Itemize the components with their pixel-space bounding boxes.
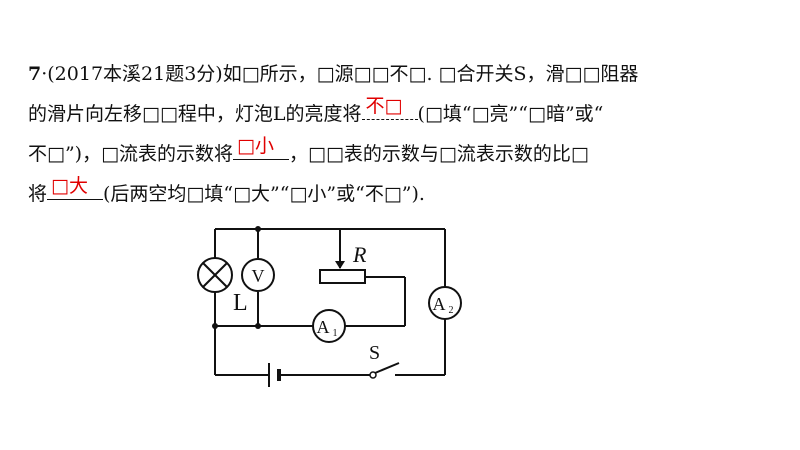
voltmeter-icon [241, 258, 275, 292]
battery-icon [268, 363, 281, 387]
question-line-3-text: 不□”)，□流表的示数将 [28, 143, 234, 165]
question-text: 7·(2017本溪21题3分)如□所示，□源□□不□. □合开关S，滑□□阻器 … [28, 54, 778, 214]
question-line-2-text: 的滑片向左移□□程中，灯泡L的亮度将 [28, 103, 362, 125]
ammeter-2-icon [428, 286, 462, 320]
voltmeter-label: V [252, 266, 265, 286]
ammeter-2-subscript: 2 [449, 305, 454, 316]
lamp-label: L [233, 290, 248, 316]
rheostat-icon [319, 261, 366, 284]
answer-blank-2: □小 [233, 135, 290, 160]
ammeter-1-label: A [317, 317, 330, 337]
switch-label: S [369, 342, 380, 364]
answer-blank-3: □大 [47, 175, 104, 200]
question-number: 7 [28, 63, 42, 85]
question-line-3: 不□”)，□流表的示数将□小 ，□□表的示数与□流表示数的比□ [28, 134, 778, 174]
question-line-3-tail: ，□□表的示数与□流表示数的比□ [289, 143, 589, 165]
question-line-4-text: 将 [28, 183, 48, 205]
junction-dots [212, 226, 261, 329]
question-line-4-tail: (后两空均□填“□大”“□小”或“不□”). [103, 183, 425, 205]
rheostat-label: R [352, 242, 367, 267]
question-line-4: 将□大 (后两空均□填“□大”“□小”或“不□”). [28, 174, 778, 214]
circuit-wires [214, 228, 446, 376]
circuit-diagram: L V R A 1 A 2 S [197, 226, 462, 387]
lamp-icon [197, 257, 233, 293]
question-line-1-text: ·(2017本溪21题3分)如□所示，□源□□不□. □合开关S，滑□□阻器 [41, 63, 639, 85]
switch-icon [369, 362, 400, 379]
question-line-1: 7·(2017本溪21题3分)如□所示，□源□□不□. □合开关S，滑□□阻器 [28, 54, 778, 94]
answer-1: 不□ [365, 95, 403, 117]
answer-blank-1: 不□ [361, 95, 418, 120]
question-line-2: 的滑片向左移□□程中，灯泡L的亮度将不□ (□填“□亮”“□暗”或“ [28, 94, 778, 134]
answer-2: □小 [237, 135, 274, 157]
ammeter-2-label: A [433, 294, 446, 314]
question-line-2-tail: (□填“□亮”“□暗”或“ [417, 103, 604, 125]
answer-3: □大 [51, 175, 88, 197]
ammeter-1-subscript: 1 [333, 328, 338, 339]
ammeter-1-icon [312, 309, 346, 343]
